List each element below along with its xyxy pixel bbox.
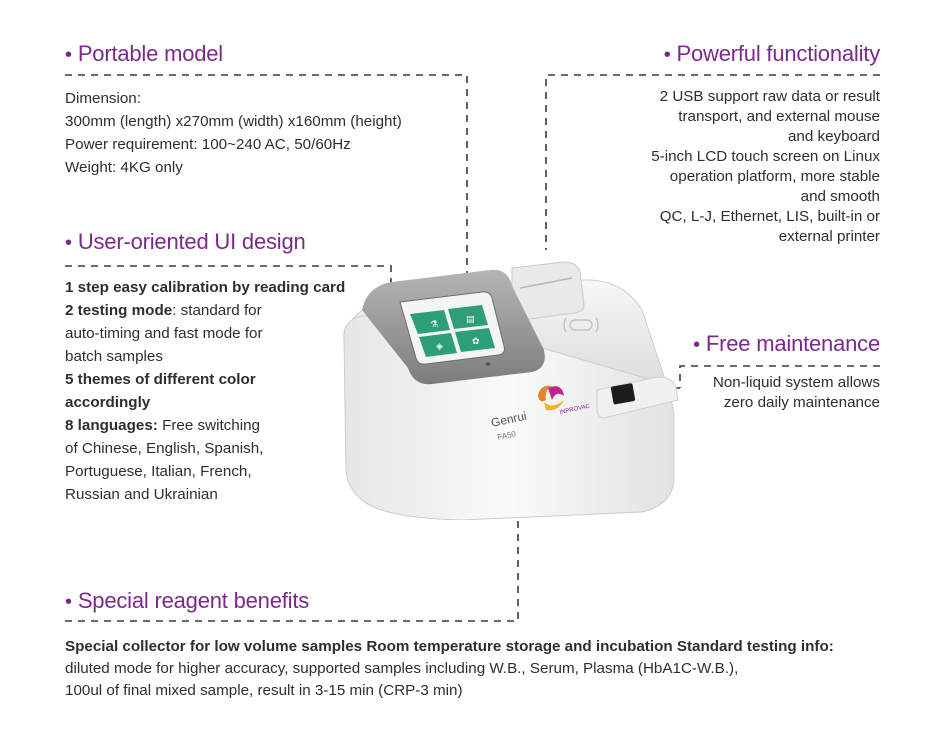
special-reagent-text: Special collector for low volume samples… — [65, 638, 834, 699]
bullet-icon: • — [663, 44, 671, 66]
free-maintenance-text: Non-liquid system allows zero daily main… — [712, 374, 880, 411]
analyzer-device-illustration: ⚗ ▤ ◈ ✿ Genrui FA50 INPROVAC — [343, 261, 679, 520]
svg-text:✿: ✿ — [472, 337, 480, 347]
bullet-icon: • — [65, 232, 72, 254]
reagent-connector — [65, 520, 519, 622]
bullet-icon: • — [693, 334, 700, 356]
portable-model-heading: •Portable model — [65, 41, 223, 66]
svg-text:◈: ◈ — [436, 342, 443, 352]
powerful-functionality-text: 2 USB support raw data or result transpo… — [651, 88, 880, 245]
bullet-icon: • — [65, 591, 72, 613]
free-maintenance-heading: •Free maintenance — [693, 331, 880, 356]
screen-tiles: ⚗ ▤ ◈ ✿ — [410, 305, 495, 357]
model-name: FA50 — [497, 429, 518, 442]
special-reagent-heading: •Special reagent benefits — [65, 588, 310, 613]
ui-design-text: 1 step easy calibration by reading card … — [65, 279, 346, 503]
svg-text:⚗: ⚗ — [430, 320, 438, 330]
ui-design-heading: •User-oriented UI design — [65, 229, 306, 254]
svg-text:▤: ▤ — [466, 315, 475, 325]
portable-model-text: Dimension: 300mm (length) x270mm (width)… — [65, 90, 402, 176]
ui-connector — [65, 265, 392, 300]
powerful-functionality-heading: •Powerful functionality — [663, 41, 880, 66]
bullet-icon: • — [65, 44, 72, 66]
portable-connector — [65, 74, 468, 275]
